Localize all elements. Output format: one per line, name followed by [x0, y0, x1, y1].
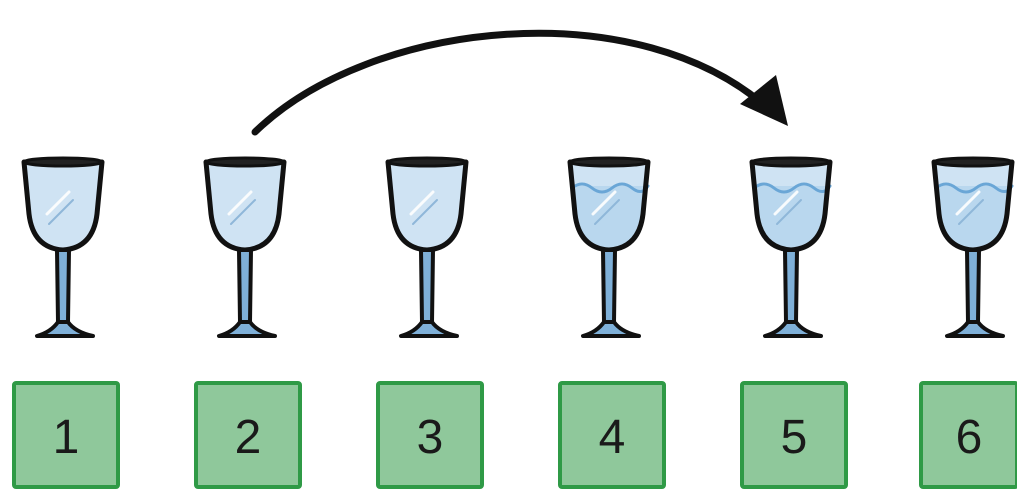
- number-label: 3: [417, 411, 444, 464]
- number-box: 6: [919, 381, 1017, 489]
- move-arrow: [251, 29, 776, 136]
- wine-glass-icon: [931, 156, 1015, 338]
- wine-glass-icon: [203, 156, 287, 338]
- number-box: 1: [12, 381, 120, 489]
- number-label: 1: [53, 411, 80, 464]
- number-box: 4: [558, 381, 666, 489]
- wine-glass-icon: [567, 156, 651, 338]
- number-label: 5: [781, 411, 808, 464]
- wine-glass-icon: [21, 156, 105, 338]
- number-label: 2: [235, 411, 262, 464]
- number-box: 5: [740, 381, 848, 489]
- number-label: 6: [956, 411, 983, 464]
- move-arrowhead: [740, 75, 788, 126]
- number-box: 3: [376, 381, 484, 489]
- wine-glass-icon: [385, 156, 469, 338]
- number-label: 4: [599, 411, 626, 464]
- wine-glass-icon: [749, 156, 833, 338]
- number-box: 2: [194, 381, 302, 489]
